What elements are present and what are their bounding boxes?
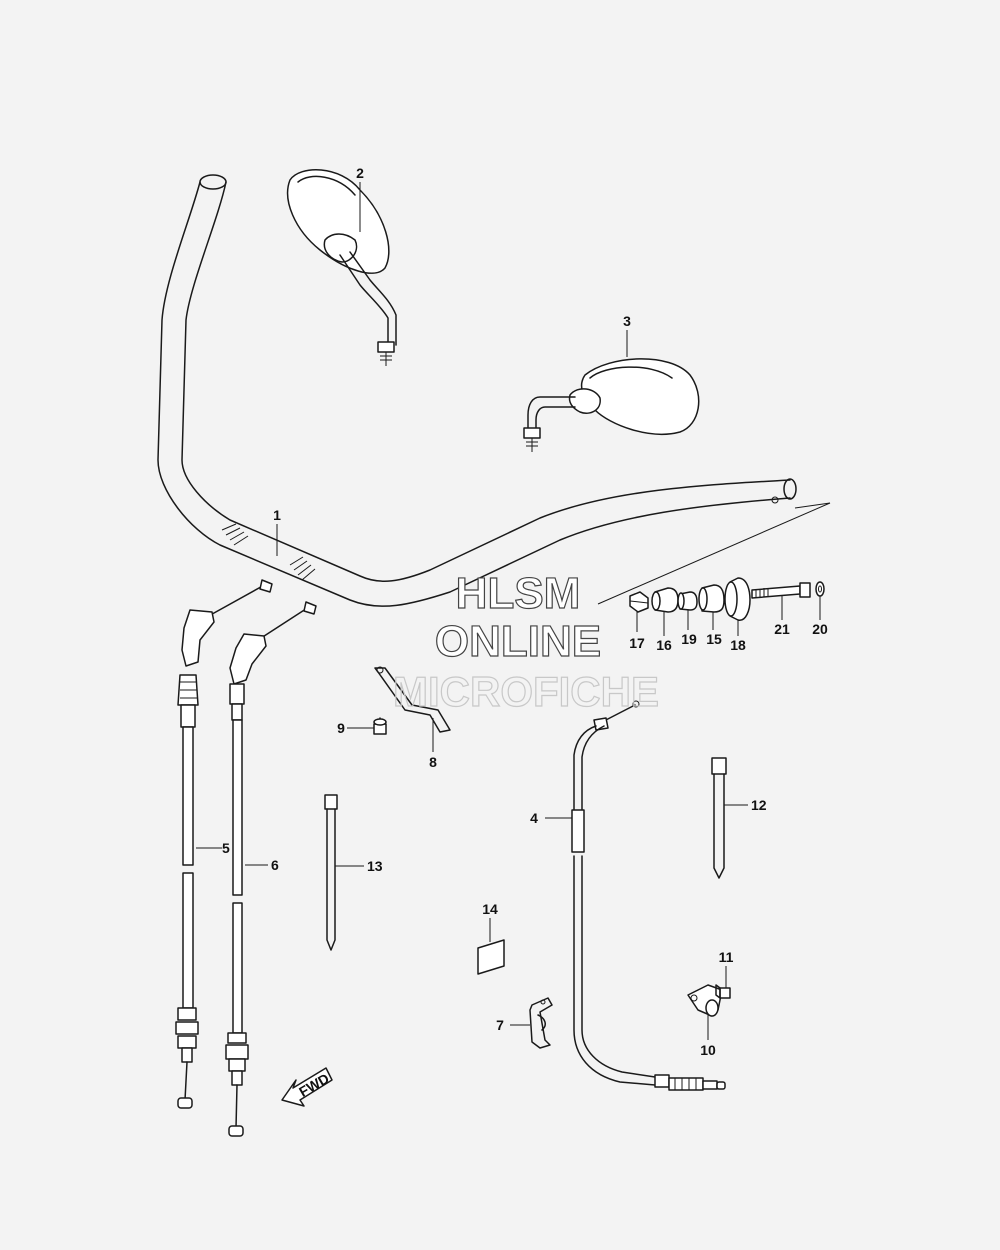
callout-10: 10 [700,1042,716,1058]
callout-labels: 2 3 1 17 16 19 15 18 21 20 9 8 5 6 13 4 … [222,165,828,1058]
fwd-arrow: FWD [281,1067,333,1107]
callout-16: 16 [656,637,672,653]
clutch-cable-4 [571,700,726,1091]
cable-tie-13 [324,794,338,951]
mirror-right [523,358,700,452]
nut-17 [629,591,649,613]
clamp-7 [529,997,553,1049]
callout-9: 9 [337,720,345,736]
knurl-left [221,523,249,546]
callout-4: 4 [530,810,538,826]
callout-20: 20 [812,621,828,637]
watermark: HLSM ONLINE MICROFICHE [392,568,659,715]
leader-lines [196,182,821,1040]
holder-10 [687,984,723,1017]
throttle-cable-6 [225,601,317,1137]
bushing-19 [677,591,698,611]
callout-21: 21 [774,621,790,637]
cable-tie-12 [711,757,727,879]
mirror-left [286,169,397,366]
callout-14: 14 [482,901,498,917]
callout-3: 3 [623,313,631,329]
throttle-cable-5 [175,579,273,1109]
weight-18 [724,577,751,621]
knurl-right [289,556,316,581]
callout-13: 13 [367,858,383,874]
spacer-16 [651,587,679,613]
callout-19: 19 [681,631,697,647]
callout-6: 6 [271,857,279,873]
hardware-row [629,577,825,621]
callout-2: 2 [356,165,364,181]
bolt-11 [715,984,731,999]
bolt-21 [751,582,811,599]
label-14 [477,939,505,975]
callout-7: 7 [496,1017,504,1033]
bolt-9 [373,717,387,735]
callout-15: 15 [706,631,722,647]
watermark-line1: HLSM [456,569,581,618]
watermark-line2: ONLINE [435,617,601,666]
watermark-line3: MICROFICHE [393,668,659,715]
callout-5: 5 [222,840,230,856]
callout-1: 1 [273,507,281,523]
callout-8: 8 [429,754,437,770]
callout-11: 11 [719,949,734,965]
bracket-8 [374,666,451,733]
cushion-15 [698,584,725,613]
callout-18: 18 [730,637,746,653]
callout-17: 17 [629,635,645,651]
handlebar [157,174,831,607]
washer-20 [815,581,825,597]
callout-12: 12 [751,797,767,813]
